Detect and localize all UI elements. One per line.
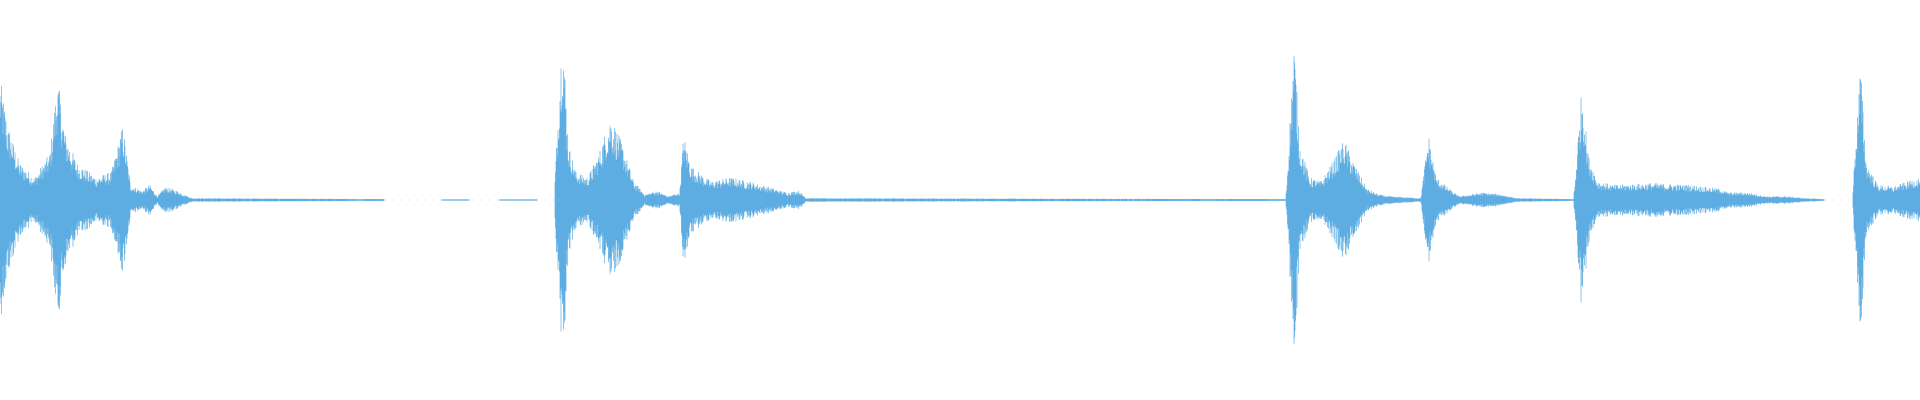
waveform-noise-blip	[201, 199, 220, 201]
waveform-noise-blip	[1536, 199, 1564, 201]
waveform-noise-blip	[921, 199, 950, 201]
waveform-noise-blip	[1516, 199, 1535, 201]
waveform-noise-blip	[307, 199, 346, 201]
waveform-noise-blip	[1152, 199, 1180, 201]
waveform-noise-blip	[364, 199, 383, 201]
waveform-noise-blip	[441, 199, 470, 201]
waveform-noise-blip	[1228, 199, 1267, 201]
waveform-burst-1	[0, 86, 193, 314]
waveform-noise-blip	[998, 199, 1037, 201]
waveform-noise-blip	[864, 199, 882, 201]
waveform-noise-blip	[1075, 199, 1094, 201]
waveform-burst-5	[1852, 78, 1920, 322]
waveform-trail-1	[191, 198, 385, 202]
waveform-burst-4	[1573, 97, 1825, 303]
waveform-burst-3	[1285, 55, 1460, 345]
waveform-noise-blip	[499, 199, 538, 201]
waveform-noise-blip	[249, 199, 278, 201]
waveform-burst-2	[554, 68, 807, 332]
